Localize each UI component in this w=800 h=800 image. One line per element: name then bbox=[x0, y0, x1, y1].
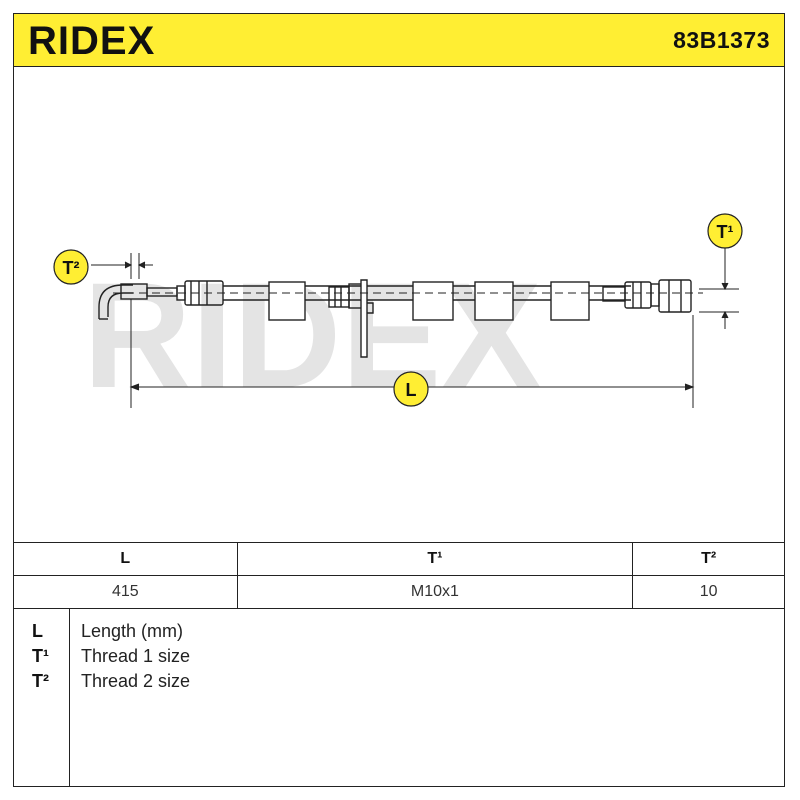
watermark-text: RIDEX bbox=[83, 251, 541, 419]
header-bar: RIDEX 83B1373 bbox=[13, 13, 785, 67]
t2-badge: T² bbox=[53, 249, 89, 285]
header-thread-2: T² bbox=[632, 542, 785, 576]
legend-text: Length (mm) bbox=[81, 621, 184, 641]
sleeve-4 bbox=[474, 281, 514, 321]
value-thread-2: 10 bbox=[632, 575, 785, 609]
brand-logo: RIDEX bbox=[28, 20, 155, 60]
right-collar bbox=[650, 283, 660, 307]
value-length: 415 bbox=[13, 575, 238, 609]
t1-dimension bbox=[699, 242, 739, 329]
legend-symbol: T¹ bbox=[32, 646, 49, 666]
specs-header-row: L T¹ T² bbox=[13, 542, 785, 576]
sleeve-3 bbox=[412, 281, 454, 321]
hose-assembly bbox=[98, 279, 692, 358]
left-bent-tube-outer bbox=[98, 284, 133, 319]
legend-box: L Length (mm) T¹ Thread 1 size T² Thread… bbox=[13, 608, 785, 787]
t2-badge-label: T² bbox=[63, 258, 80, 278]
length-badge: L bbox=[393, 371, 429, 407]
legend-text: Thread 2 size bbox=[81, 671, 191, 691]
t1-badge: T¹ bbox=[707, 213, 743, 249]
legend-symbol: T² bbox=[32, 671, 49, 691]
header-thread-1: T¹ bbox=[236, 542, 634, 576]
value-thread-1: M10x1 bbox=[236, 575, 634, 609]
t1-badge-label: T¹ bbox=[717, 222, 734, 242]
legend-item: T² Thread 2 size bbox=[14, 669, 784, 694]
sleeve-5 bbox=[550, 281, 590, 321]
bracket-tab bbox=[367, 302, 374, 314]
right-ferrule bbox=[602, 286, 626, 302]
right-nut bbox=[658, 279, 692, 313]
specs-table: L T¹ T² 415 M10x1 10 bbox=[13, 542, 785, 609]
specs-value-row: 415 M10x1 10 bbox=[13, 575, 785, 609]
brand-logo-text: RIDEX bbox=[28, 20, 155, 60]
part-number: 83B1373 bbox=[673, 27, 770, 53]
header-length: L bbox=[13, 542, 238, 576]
legend-item: T¹ Thread 1 size bbox=[14, 644, 784, 669]
length-badge-label: L bbox=[406, 380, 417, 400]
legend-item: L Length (mm) bbox=[14, 619, 784, 644]
bracket-plate bbox=[360, 279, 368, 358]
left-bent-tube bbox=[107, 292, 133, 317]
legend-divider bbox=[69, 609, 70, 786]
legend-text: Thread 1 size bbox=[81, 646, 191, 666]
legend-symbol: L bbox=[32, 621, 43, 641]
sleeve-1 bbox=[268, 281, 306, 321]
hose-drawing: RIDEX bbox=[13, 67, 785, 542]
t2-dimension bbox=[91, 253, 153, 279]
